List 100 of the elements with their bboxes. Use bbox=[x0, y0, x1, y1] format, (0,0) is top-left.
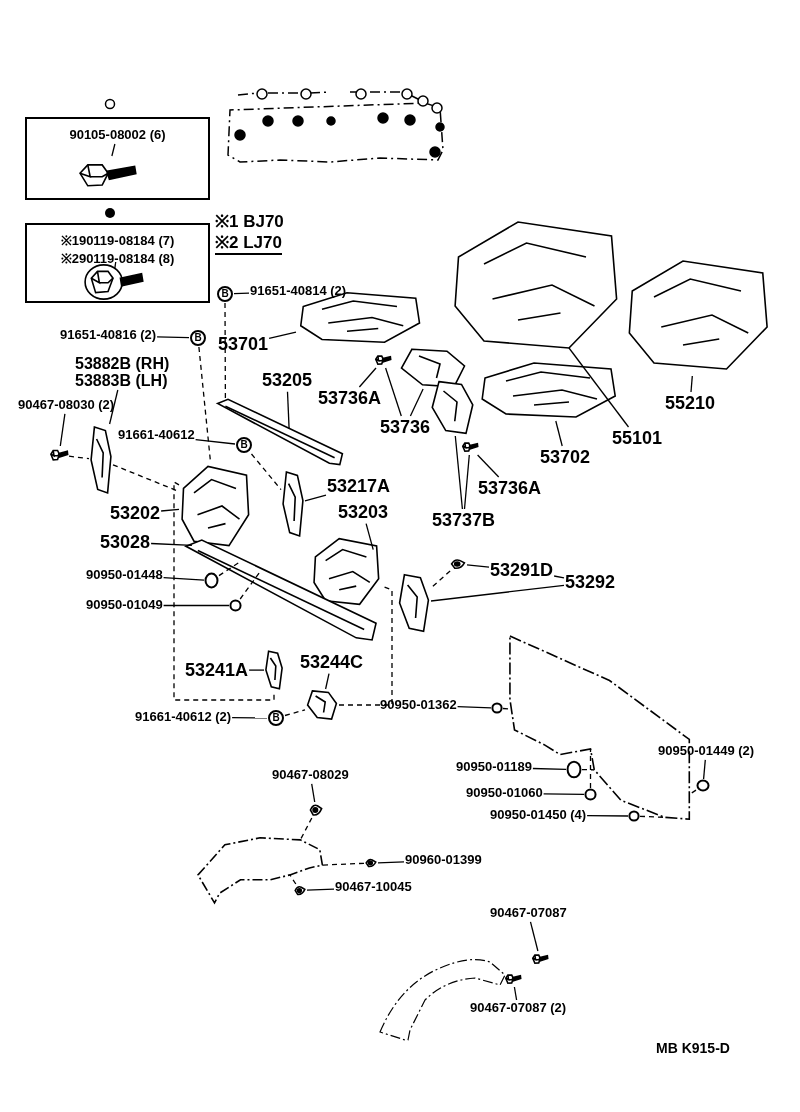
leader-line bbox=[156, 336, 190, 339]
leader-line bbox=[430, 584, 565, 602]
leader-line bbox=[555, 420, 563, 447]
part-number: 90467-07087 (2) bbox=[470, 1001, 567, 1016]
part-number: 90950-01060 bbox=[466, 786, 543, 801]
assembly-line bbox=[173, 480, 275, 701]
part-number: 90467-07087 bbox=[490, 906, 567, 921]
part-number: 91651-40816 (2) bbox=[60, 328, 157, 343]
leader-line bbox=[358, 367, 377, 388]
assembly-line bbox=[589, 748, 592, 789]
part-number: 90467-08029 bbox=[272, 768, 349, 783]
detail-box bbox=[25, 223, 210, 303]
part-number: 53701 bbox=[218, 334, 269, 355]
leader-line bbox=[532, 767, 567, 770]
part-number: 53241A bbox=[185, 660, 249, 681]
detail-box bbox=[25, 117, 210, 200]
reference-mark: B bbox=[268, 710, 284, 726]
clip-drawing bbox=[450, 558, 466, 570]
leader-line bbox=[162, 604, 230, 607]
leader-line bbox=[456, 706, 492, 709]
bracket-drawing bbox=[90, 425, 112, 495]
bracket-drawing bbox=[430, 380, 475, 435]
part-number: 90960-01399 bbox=[405, 853, 482, 868]
part-number: 53202 bbox=[110, 503, 161, 524]
leader-line bbox=[463, 454, 470, 510]
part-number: 53883B (LH) bbox=[75, 372, 168, 389]
leader-line bbox=[268, 331, 297, 339]
grommet-drawing bbox=[629, 811, 639, 821]
part-number: 53882B (RH) bbox=[75, 355, 170, 372]
part-number: 90950-01448 bbox=[86, 568, 163, 583]
bracket-drawing bbox=[398, 348, 468, 388]
clip-drawing bbox=[365, 858, 377, 868]
leader-line bbox=[114, 261, 117, 269]
leader-line bbox=[702, 759, 706, 780]
part-number: 53737B bbox=[432, 510, 496, 531]
assembly-line bbox=[68, 455, 90, 460]
leader-line bbox=[304, 494, 327, 502]
assembly-line bbox=[430, 570, 451, 589]
part-number: 53736 bbox=[380, 417, 431, 438]
part-number: 53291D bbox=[490, 560, 554, 581]
leader-line bbox=[248, 669, 265, 671]
crossmember-drawing bbox=[182, 538, 380, 642]
part-number: 90950-01362 bbox=[380, 698, 457, 713]
assembly-line bbox=[321, 862, 365, 866]
model-note: ※2 LJ70 bbox=[215, 233, 282, 255]
part-number: 53736A bbox=[478, 478, 542, 499]
part-number: 90950-01049 bbox=[86, 598, 163, 613]
part-number: 91661-40612 bbox=[118, 428, 195, 443]
part-number: 91651-40814 (2) bbox=[250, 284, 347, 299]
bracket-drawing bbox=[306, 690, 338, 720]
leader-line bbox=[365, 523, 374, 551]
part-number: ※190119-08184 (7) bbox=[60, 233, 175, 249]
leader-line bbox=[311, 783, 316, 803]
bolt-drawing bbox=[375, 353, 391, 367]
part-number: ※290119-08184 (8) bbox=[60, 251, 175, 267]
bolt-drawing bbox=[505, 972, 521, 986]
assembly-line bbox=[284, 709, 306, 717]
reference-mark: B bbox=[217, 286, 233, 302]
bolt-drawing bbox=[532, 952, 548, 966]
assembly-line bbox=[581, 768, 595, 771]
assembly-line bbox=[502, 707, 511, 710]
grommet-drawing bbox=[492, 703, 502, 713]
part-number: 90950-01189 bbox=[456, 760, 532, 775]
leader-line bbox=[111, 143, 116, 157]
leader-line bbox=[568, 347, 630, 428]
leader-line bbox=[690, 375, 693, 393]
part-number: 53292 bbox=[565, 572, 616, 593]
leader-line bbox=[586, 815, 629, 817]
bolt-drawing bbox=[50, 447, 68, 463]
bracket-drawing bbox=[265, 650, 283, 690]
clip-drawing bbox=[309, 803, 323, 817]
reference-mark: B bbox=[236, 437, 252, 453]
part-number: 90467-10045 bbox=[335, 880, 412, 895]
panel-drawing bbox=[478, 360, 618, 420]
leader-line bbox=[108, 389, 119, 425]
part-number: 91661-40612 (2) bbox=[135, 710, 232, 725]
grommet-drawing bbox=[585, 789, 596, 800]
part-number: 53028 bbox=[100, 532, 151, 553]
part-number: 90467-08030 (2) bbox=[18, 398, 115, 413]
grommet-drawing bbox=[205, 573, 218, 588]
clip-drawing bbox=[294, 885, 306, 896]
bracket-drawing bbox=[398, 573, 430, 633]
assembly-line bbox=[289, 874, 297, 885]
leader-line bbox=[542, 793, 585, 796]
leader-line bbox=[59, 413, 66, 447]
model-note: ※1 BJ70 bbox=[215, 212, 284, 232]
part-number: 53217A bbox=[327, 476, 391, 497]
assembly-line bbox=[198, 346, 212, 462]
leader-line bbox=[306, 888, 335, 891]
bracket-drawing bbox=[282, 470, 304, 538]
grommet-drawing bbox=[567, 761, 581, 778]
leader-line bbox=[409, 388, 424, 417]
part-number: 90950-01449 (2) bbox=[658, 744, 755, 759]
grommet-drawing bbox=[230, 600, 241, 611]
leader-line bbox=[476, 454, 500, 478]
part-number: 53244C bbox=[300, 652, 364, 673]
leader-line bbox=[377, 861, 405, 864]
part-number: 53702 bbox=[540, 447, 591, 468]
bolt-drawing bbox=[82, 263, 144, 301]
part-number: 53203 bbox=[338, 502, 389, 523]
